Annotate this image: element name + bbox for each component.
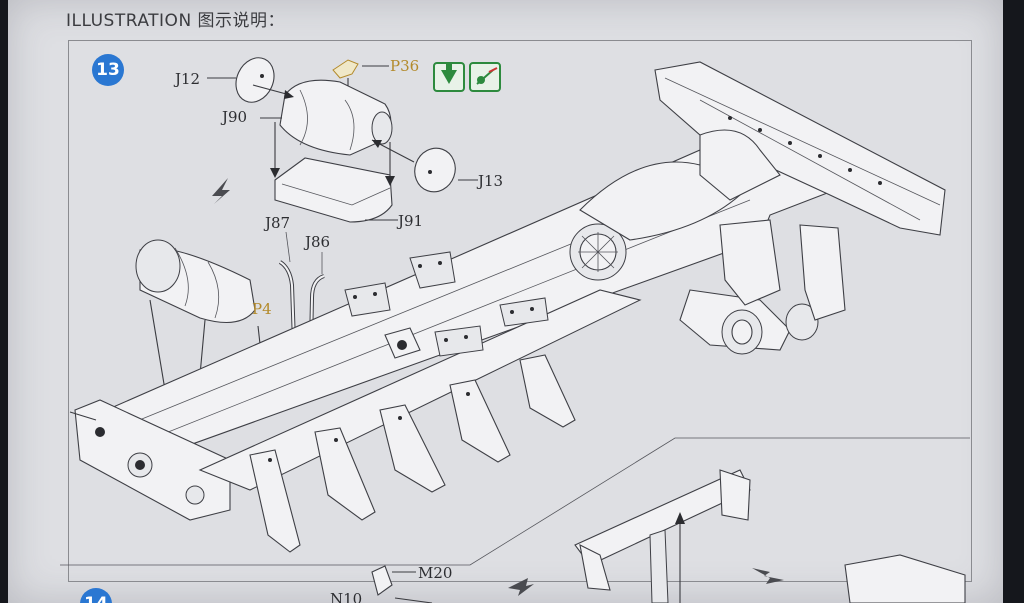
part-j12	[207, 57, 275, 103]
step-14-badge: 14	[80, 588, 112, 603]
truck-chassis-frame	[69, 61, 946, 553]
label-j86: J86	[303, 233, 330, 251]
step-13-badge: 13	[92, 54, 124, 86]
label-j91: J91	[396, 212, 423, 230]
part-j90-bracket	[270, 122, 395, 223]
arrow-right-icon	[752, 568, 784, 584]
label-n10: N10	[330, 590, 362, 603]
label-j12: J12	[173, 70, 200, 88]
fuel-tank-assembly	[135, 239, 256, 438]
part-j86-pipe	[308, 252, 325, 391]
label-p4: P4	[252, 300, 272, 318]
label-p36: P36	[390, 57, 419, 75]
part-j13	[371, 139, 478, 193]
part-j87-pipe	[278, 231, 298, 401]
label-j90: J90	[220, 108, 247, 126]
step-14-drawing	[371, 469, 966, 603]
arrow-down-left-icon	[212, 178, 230, 204]
page-title: ILLUSTRATION 图示说明：	[66, 11, 286, 31]
step-13-frame	[68, 40, 972, 582]
arrow-right-icon	[508, 578, 534, 596]
part-j90-fuel-tank	[252, 79, 393, 156]
label-m20: M20	[418, 564, 452, 582]
label-j13: J13	[476, 172, 503, 190]
glue-icon	[433, 62, 465, 92]
paint-icon	[469, 62, 501, 92]
label-j87: J87	[263, 214, 290, 232]
